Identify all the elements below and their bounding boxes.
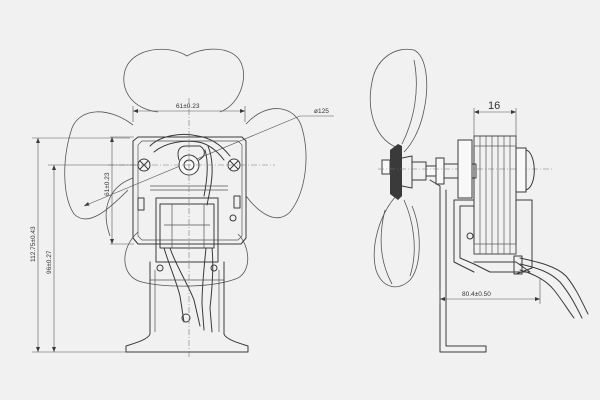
- front-view: 61±0.23 ø125: [30, 48, 334, 358]
- side-shaft: [378, 139, 552, 199]
- dim-fan-diameter: ø125: [83, 108, 334, 207]
- side-fan-hub: [381, 144, 445, 200]
- front-coil: [155, 197, 219, 263]
- side-bracket: [429, 179, 533, 353]
- dim-base-height: 96±0.27: [46, 164, 140, 352]
- front-height-label: 61±0.23: [104, 172, 111, 196]
- total-height-label: 112.75±0.43: [30, 226, 37, 262]
- dim-side-depth: 16: [473, 100, 517, 136]
- blade-left-inner: [105, 177, 134, 237]
- base-height-label: 96±0.27: [46, 250, 53, 274]
- blade-bottom: [124, 231, 249, 287]
- front-width-label: 61±0.23: [176, 103, 200, 110]
- side-length-label: 80.4±0.50: [462, 291, 491, 298]
- mount-hole: [181, 313, 191, 323]
- front-bracket: [125, 261, 249, 353]
- front-wires: [156, 247, 218, 333]
- dim-total-height: 112.75±0.43: [30, 137, 130, 353]
- side-view: 16 80.4±0.50: [369, 48, 589, 353]
- blade-top: [123, 48, 244, 113]
- dim-front-height: 61±0.23: [104, 136, 134, 245]
- blade-left: [64, 111, 134, 220]
- front-motor-frame: [132, 133, 247, 245]
- side-fan-blade: [369, 48, 428, 288]
- side-wires: [513, 255, 589, 319]
- side-depth-label: 16: [488, 100, 500, 112]
- side-stator: [473, 135, 517, 255]
- front-fan-blades: [64, 48, 307, 287]
- fan-diameter-label: ø125: [314, 108, 329, 115]
- blade-right: [245, 108, 307, 219]
- dim-side-length: 80.4±0.50: [439, 278, 541, 304]
